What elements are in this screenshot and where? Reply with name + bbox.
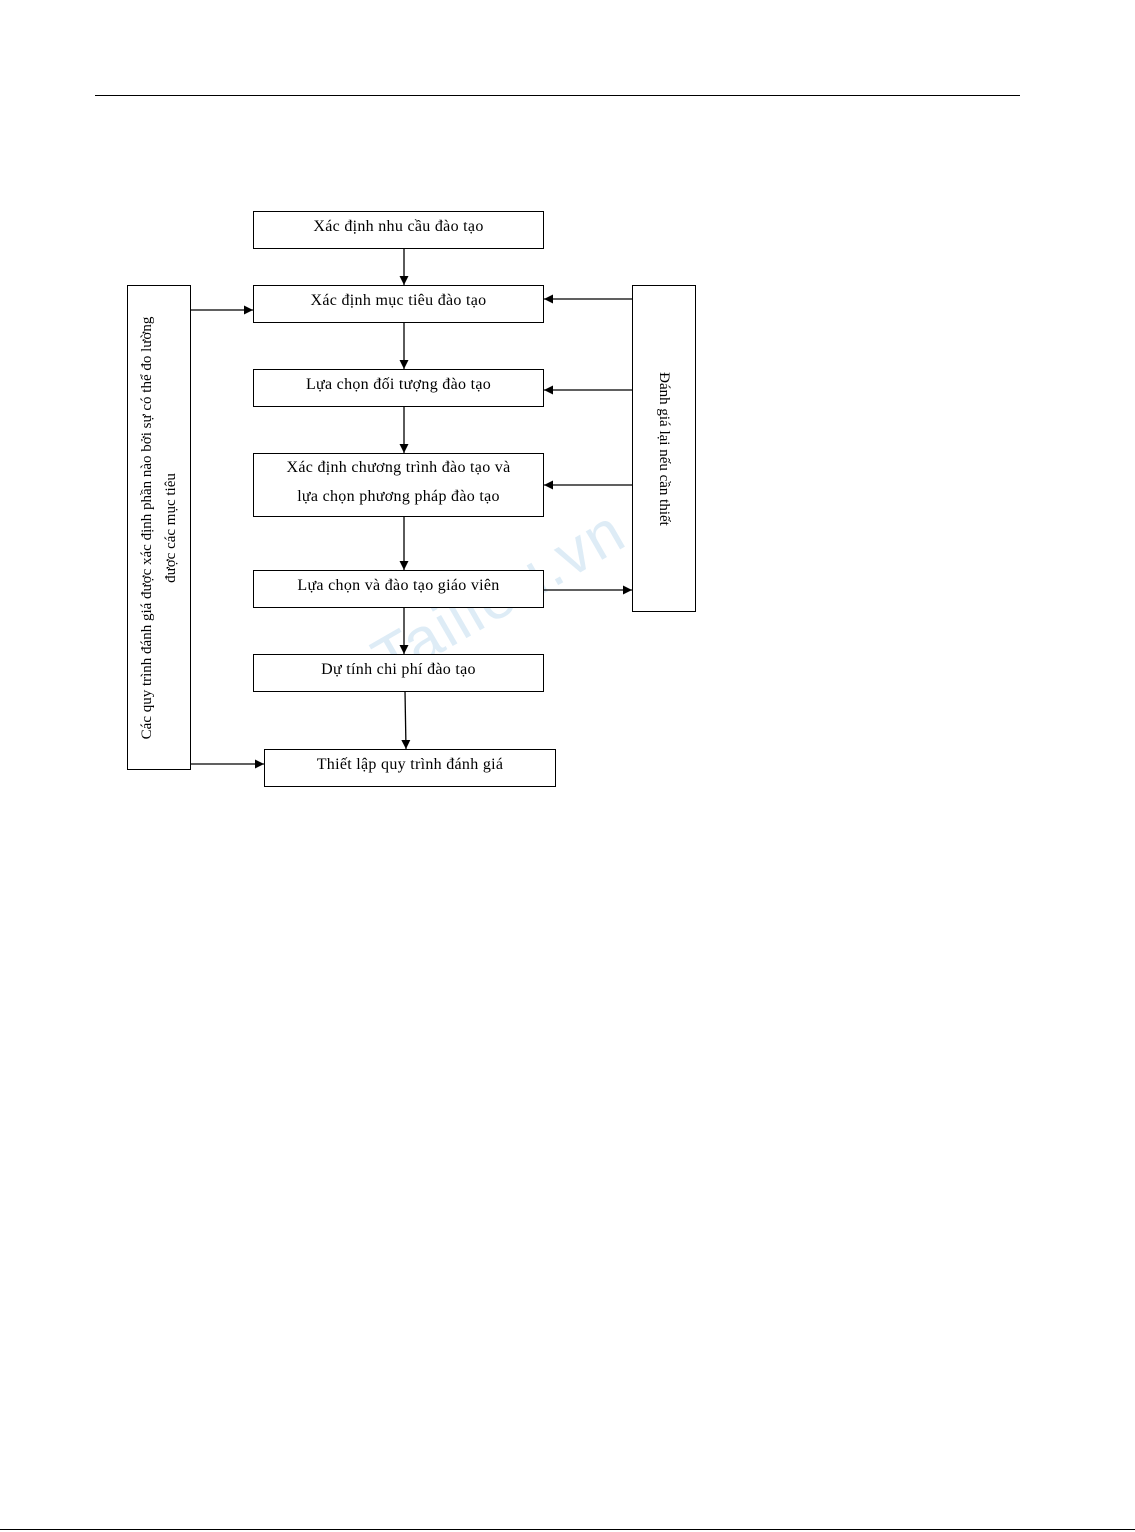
right-reevaluate-label: Đánh giá lại nếu cần thiết [656,371,672,526]
step-label: Xác định nhu cầu đào tạo [313,217,484,235]
right-reevaluate-box: Đánh giá lại nếu cần thiết [632,285,696,612]
step-label: Xác định chương trình đào tạo và lựa chọ… [286,459,511,505]
header-rule [95,95,1020,96]
step-label: Lựa chọn và đào tạo giáo viên [297,576,500,594]
step-estimate-training-cost: Dự tính chi phí đào tạo [253,654,544,692]
footer-rule [0,1529,1135,1530]
left-evaluation-label: Các quy trình đánh giá được xác định phầ… [139,316,179,739]
arrow-step6-to-step7 [401,690,411,750]
step-program-and-methods: Xác định chương trình đào tạo và lựa chọ… [253,453,544,517]
step-select-trainees: Lựa chọn đối tượng đào tạo [253,369,544,407]
step-establish-evaluation-process: Thiết lập quy trình đánh giá [264,749,556,787]
step-select-train-teachers: Lựa chọn và đào tạo giáo viên [253,570,544,608]
step-identify-training-objectives: Xác định mục tiêu đào tạo [253,285,544,323]
step-label: Dự tính chi phí đào tạo [321,660,476,678]
step-label: Xác định mục tiêu đào tạo [310,291,487,309]
step-label: Lựa chọn đối tượng đào tạo [305,375,492,393]
left-evaluation-box: Các quy trình đánh giá được xác định phầ… [127,285,191,770]
step-label: Thiết lập quy trình đánh giá [316,755,504,773]
step-identify-training-needs: Xác định nhu cầu đào tạo [253,211,544,249]
